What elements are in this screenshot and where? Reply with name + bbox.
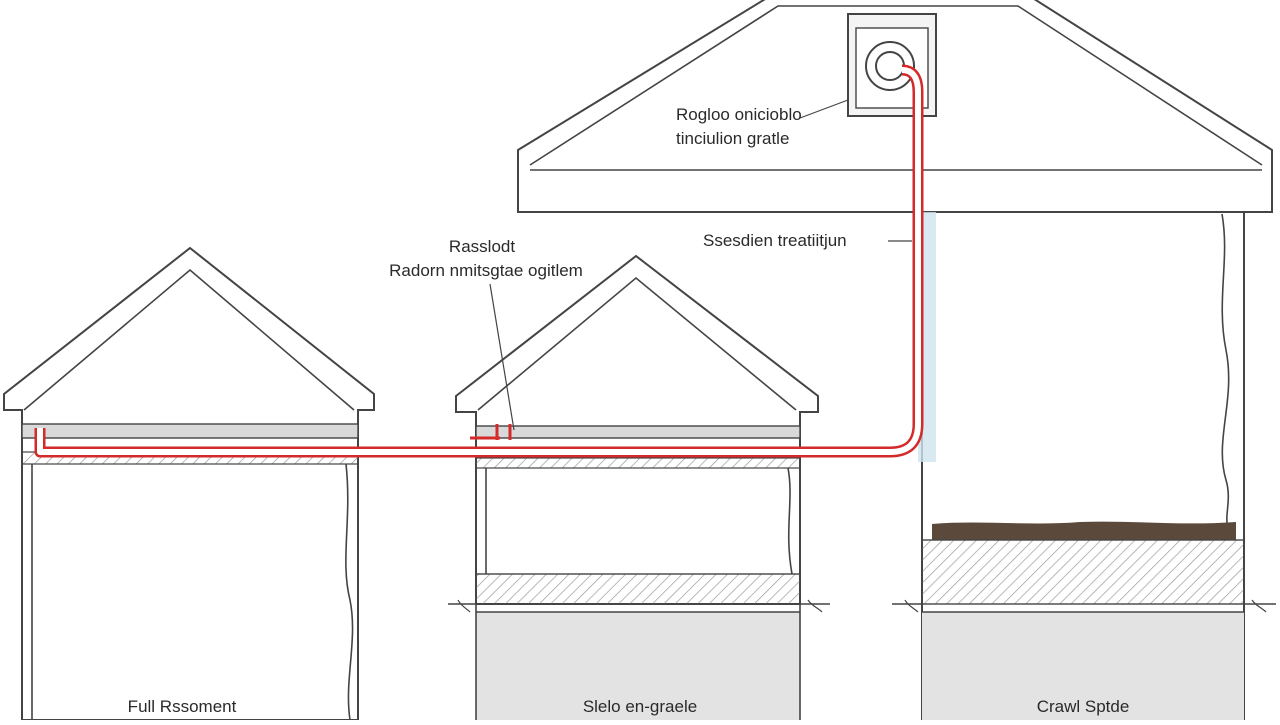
- house-left-label: Full Rssoment: [127, 697, 237, 716]
- house-middle-label: Slelo en-graele: [582, 697, 698, 716]
- riser-label: Ssesdien treatiitjun: [703, 231, 847, 250]
- crawl-gravel: [921, 539, 1245, 605]
- leader-system: [489, 283, 515, 431]
- slab-left: [21, 423, 359, 439]
- middle-ground: [476, 612, 800, 720]
- radon-pipe: [34, 64, 924, 458]
- crawl-ground: [922, 612, 1244, 720]
- fan-label-line1: Rogloo onicioblo: [676, 105, 802, 124]
- slab-middle: [475, 425, 801, 439]
- system-label-line2: Radorn nmitsgtae ogitlem: [389, 261, 583, 280]
- house-slab-on-grade: [448, 254, 830, 720]
- house-right-label: Crawl Sptde: [1036, 697, 1130, 716]
- house-full-basement: [3, 246, 375, 721]
- leader-fan: [799, 99, 849, 119]
- system-label-line1: Rasslodt: [448, 237, 516, 256]
- crawl-soil: [932, 521, 1236, 540]
- fan-label-line2: tinciulion gratle: [676, 129, 790, 148]
